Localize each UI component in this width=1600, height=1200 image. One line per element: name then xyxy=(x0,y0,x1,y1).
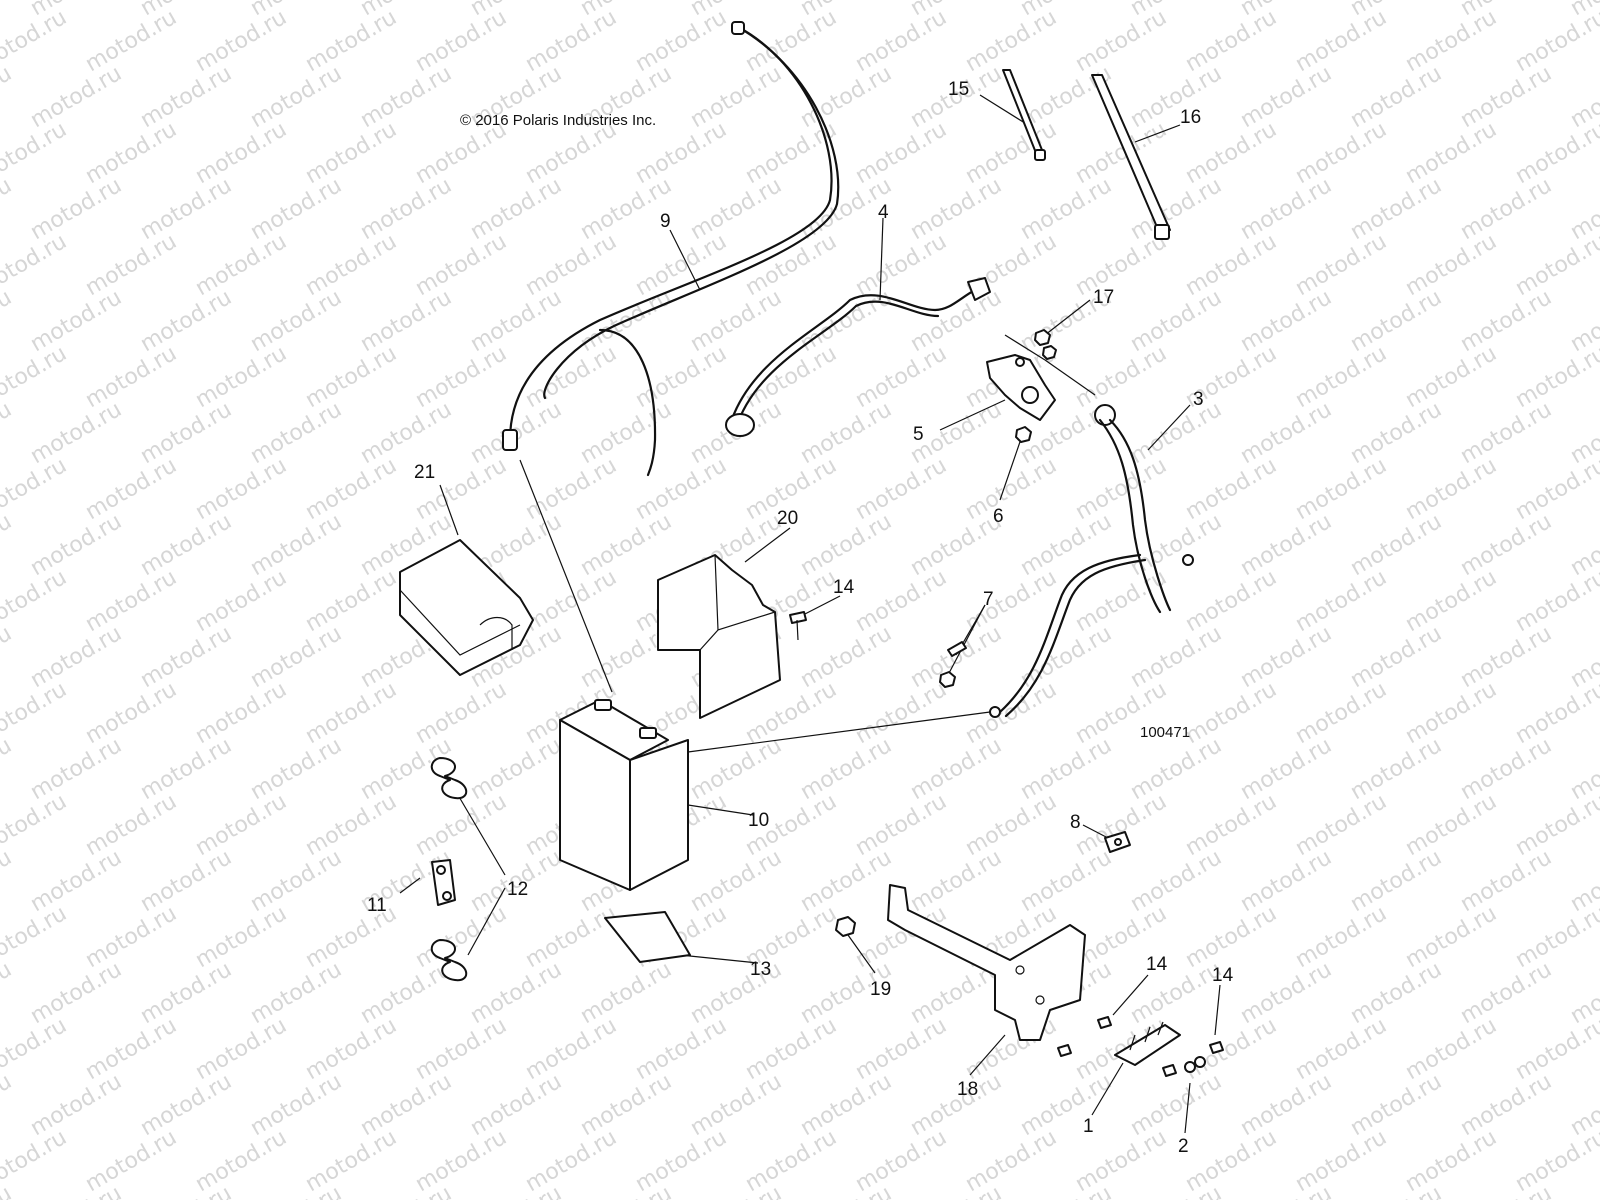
diagram-id: 100471 xyxy=(1140,724,1190,741)
shield-20 xyxy=(657,554,781,719)
callout-10: 10 xyxy=(748,810,769,831)
strap-11 xyxy=(431,859,456,906)
callout-21: 21 xyxy=(414,462,435,483)
cable-tie-15 xyxy=(1002,69,1046,161)
bolt-7 xyxy=(939,641,967,688)
callout-11: 11 xyxy=(367,895,387,916)
callout-2: 2 xyxy=(1178,1136,1189,1157)
callout-16: 16 xyxy=(1180,107,1201,128)
bolt-14-b xyxy=(1209,1041,1224,1054)
callout-3: 3 xyxy=(1193,389,1204,410)
ground-cable-3 xyxy=(989,404,1194,718)
harness-4 xyxy=(725,277,991,437)
callout-15: 15 xyxy=(948,79,969,100)
callout-labels: 1 2 3 4 5 6 7 8 9 10 11 12 13 14 14 14 1… xyxy=(367,79,1234,1157)
nuts-2 xyxy=(1184,1056,1206,1073)
bracket-18 xyxy=(887,884,1086,1041)
battery-cover-21 xyxy=(399,539,534,676)
cable-tie-16 xyxy=(1091,74,1171,240)
callout-13: 13 xyxy=(750,959,771,980)
callout-5: 5 xyxy=(913,424,924,445)
callout-9: 9 xyxy=(660,211,671,232)
callout-1: 1 xyxy=(1083,1116,1094,1137)
nut-17 xyxy=(1034,329,1057,360)
callout-19: 19 xyxy=(870,979,891,1000)
callout-7: 7 xyxy=(983,589,994,610)
clip-12-lower xyxy=(430,939,468,982)
callout-17: 17 xyxy=(1093,287,1114,308)
bolt-14-a xyxy=(1097,1016,1112,1029)
nut-6 xyxy=(1015,426,1032,443)
pad-13 xyxy=(604,911,691,963)
battery-10 xyxy=(559,699,689,891)
solenoid-5 xyxy=(986,354,1056,421)
callout-20: 20 xyxy=(777,508,798,529)
bolt-14-shield xyxy=(789,611,807,641)
callout-12: 12 xyxy=(507,879,528,900)
callout-14-a: 14 xyxy=(1146,954,1168,975)
callout-14-shield: 14 xyxy=(833,577,855,598)
clip-8 xyxy=(1104,831,1131,853)
callout-6: 6 xyxy=(993,506,1004,527)
screw-19 xyxy=(835,916,856,937)
callout-4: 4 xyxy=(878,202,889,223)
copyright-text: © 2016 Polaris Industries Inc. xyxy=(460,112,656,129)
battery-cable-9 xyxy=(502,21,840,477)
callout-8: 8 xyxy=(1070,812,1081,833)
bolt-extra xyxy=(1057,1044,1177,1077)
callout-18: 18 xyxy=(957,1079,978,1100)
callout-14-b: 14 xyxy=(1212,965,1234,986)
terminal-block-1 xyxy=(1114,1021,1181,1066)
clip-12-upper xyxy=(430,757,468,800)
